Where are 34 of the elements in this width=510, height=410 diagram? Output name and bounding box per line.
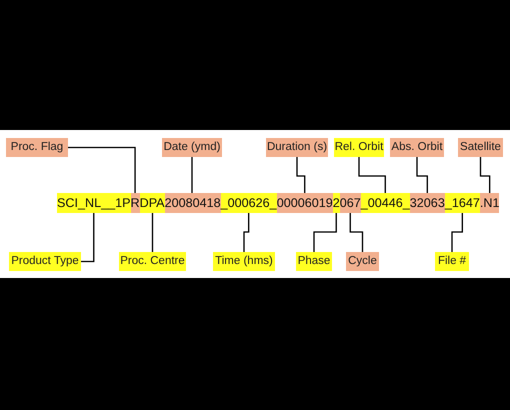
filename-segment: .N1 (480, 193, 500, 213)
field-label: Proc. Centre (119, 252, 186, 271)
leader-line (350, 213, 364, 252)
field-label: Product Type (9, 252, 81, 271)
field-label: File # (435, 252, 469, 271)
filename-segment: 20080418 (164, 193, 221, 213)
filename-segment: 00006019 (276, 193, 333, 213)
filename-segment: 32063 (410, 193, 445, 213)
leader-line (416, 157, 428, 193)
leader-line (296, 157, 306, 193)
field-label: Date (ymd) (162, 138, 222, 157)
leader-line (451, 213, 463, 252)
leader-line (313, 213, 337, 252)
field-label: Rel. Orbit (334, 138, 384, 157)
filename-segment: DPA (140, 193, 165, 213)
leader-line (191, 157, 193, 193)
filename-segment: SCI_NL__1P (57, 193, 131, 213)
field-label: Satellite (458, 138, 503, 157)
field-label: Proc. Flag (6, 138, 68, 157)
field-label: Phase (296, 252, 332, 271)
leader-line (358, 157, 386, 193)
filename-segment: _1647 (444, 193, 480, 213)
field-label: Cycle (346, 252, 379, 271)
field-label: Duration (s) (266, 138, 328, 157)
field-label: Time (hms) (213, 252, 275, 271)
leader-line (243, 213, 250, 252)
filename-segment: _00446_ (360, 193, 410, 213)
field-label: Abs. Orbit (390, 138, 444, 157)
leader-line (81, 213, 94, 262)
filename-segment: 067 (340, 193, 361, 213)
leader-line (68, 146, 136, 193)
leader-line (152, 213, 154, 252)
filename-segment: _000626_ (220, 193, 277, 213)
leader-line (480, 157, 490, 193)
